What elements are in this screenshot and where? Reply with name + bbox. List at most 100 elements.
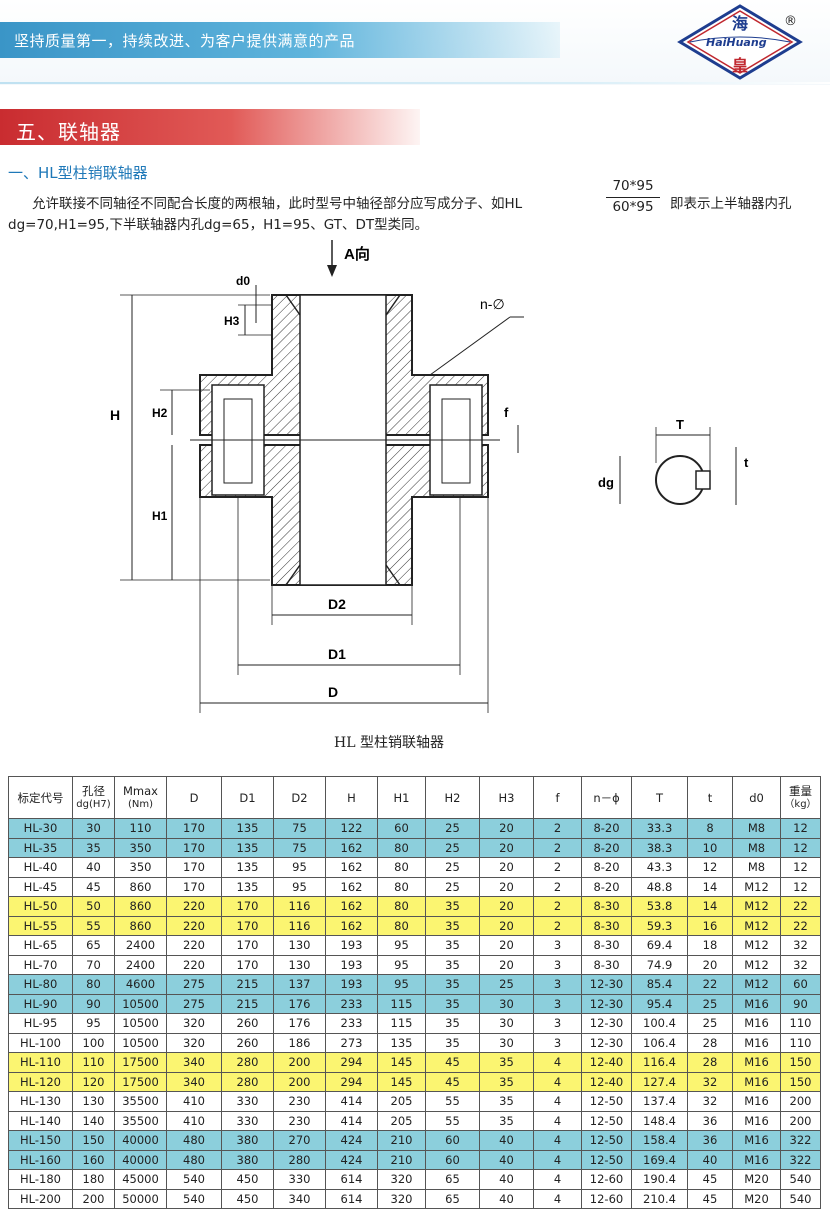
table-cell: 170 <box>166 818 222 839</box>
table-cell: 95 <box>273 857 326 878</box>
table-cell: 59.3 <box>631 915 688 936</box>
table-cell: HL-130 <box>8 1091 73 1112</box>
table-cell: 30 <box>479 1032 534 1053</box>
table-cell: 80 <box>377 876 426 897</box>
table-cell: 3 <box>533 974 582 995</box>
table-cell: 45 <box>425 1052 480 1073</box>
table-cell: HL-65 <box>8 935 73 956</box>
table-cell: 330 <box>273 1169 326 1190</box>
table-cell: 35 <box>479 1071 534 1092</box>
table-cell: 25 <box>687 1013 733 1034</box>
column-header-label: f <box>555 790 560 805</box>
table-cell: 70 <box>72 954 115 975</box>
table-cell: 40 <box>479 1188 534 1209</box>
table-cell: 25 <box>687 993 733 1014</box>
fraction-bar <box>606 197 660 198</box>
table-cell: HL-95 <box>8 1013 73 1034</box>
label-f: f <box>504 405 509 420</box>
table-cell: 540 <box>166 1169 222 1190</box>
table-cell: 35 <box>479 1110 534 1131</box>
table-cell: 12 <box>687 857 733 878</box>
table-cell: 200 <box>780 1110 821 1131</box>
table-cell: M12 <box>732 974 781 995</box>
table-cell: 205 <box>377 1091 426 1112</box>
table-cell: 130 <box>273 935 326 956</box>
table-cell: 38.3 <box>631 837 688 858</box>
table-cell: HL-200 <box>8 1188 73 1209</box>
column-header: 重量（kg） <box>780 776 821 819</box>
table-cell: HL-35 <box>8 837 73 858</box>
table-cell: 36 <box>687 1130 733 1151</box>
table-cell: 90 <box>72 993 115 1014</box>
table-cell: 10500 <box>114 1013 167 1034</box>
table-cell: 480 <box>166 1149 222 1170</box>
table-cell: M16 <box>732 1149 781 1170</box>
table-cell: 25 <box>425 818 480 839</box>
table-cell: 12 <box>780 857 821 878</box>
table-cell: 233 <box>325 1013 378 1034</box>
table-cell: 12-40 <box>581 1071 632 1092</box>
table-cell: 380 <box>221 1130 274 1151</box>
table-cell: 12-50 <box>581 1149 632 1170</box>
logo-char-bottom: 皇 <box>732 56 749 75</box>
table-cell: 40 <box>687 1149 733 1170</box>
table-cell: 80 <box>377 857 426 878</box>
table-cell: 14 <box>687 896 733 917</box>
label-d: D <box>328 684 338 700</box>
column-header: d0 <box>732 776 781 819</box>
table-cell: M20 <box>732 1169 781 1190</box>
table-cell: 35 <box>425 1032 480 1053</box>
table-cell: 130 <box>273 954 326 975</box>
table-cell: 35 <box>479 1052 534 1073</box>
table-cell: 2 <box>533 818 582 839</box>
table-cell: 8-30 <box>581 915 632 936</box>
column-header: D1 <box>221 776 274 819</box>
table-cell: 294 <box>325 1052 378 1073</box>
table-cell: 35 <box>72 837 115 858</box>
table-cell: 60 <box>425 1130 480 1151</box>
table-cell: 33.3 <box>631 818 688 839</box>
label-h: H <box>110 407 120 423</box>
table-cell: 60 <box>377 818 426 839</box>
table-cell: 135 <box>221 857 274 878</box>
table-cell: 330 <box>221 1091 274 1112</box>
table-cell: 8-20 <box>581 818 632 839</box>
table-cell: 127.4 <box>631 1071 688 1092</box>
table-cell: 100.4 <box>631 1013 688 1034</box>
table-cell: 4 <box>533 1091 582 1112</box>
table-cell: 45 <box>425 1071 480 1092</box>
table-cell: 280 <box>221 1071 274 1092</box>
table-cell: HL-70 <box>8 954 73 975</box>
drawing-caption: HL 型柱销联轴器 <box>334 735 444 751</box>
column-header: n－ϕ <box>581 776 632 819</box>
table-cell: 35 <box>425 1013 480 1034</box>
table-cell: 95 <box>377 935 426 956</box>
table-cell: 16 <box>687 915 733 936</box>
table-cell: 95 <box>72 1013 115 1034</box>
table-cell: 65 <box>425 1169 480 1190</box>
table-cell: 193 <box>325 954 378 975</box>
table-cell: 12 <box>780 876 821 897</box>
column-header: T <box>631 776 688 819</box>
table-cell: 10500 <box>114 993 167 1014</box>
table-cell: 4 <box>533 1071 582 1092</box>
table-cell: 25 <box>425 876 480 897</box>
table-cell: M12 <box>732 954 781 975</box>
table-cell: 12-60 <box>581 1169 632 1190</box>
column-header: H1 <box>377 776 426 819</box>
table-cell: HL-45 <box>8 876 73 897</box>
logo-wordmark: HaiHuang <box>706 36 767 49</box>
table-cell: 162 <box>325 876 378 897</box>
table-cell: 186 <box>273 1032 326 1053</box>
table-cell: M12 <box>732 896 781 917</box>
table-cell: 220 <box>166 935 222 956</box>
shaft-fraction: 70*95 60*95 <box>606 178 660 217</box>
table-cell: 193 <box>325 974 378 995</box>
column-header: H <box>325 776 378 819</box>
table-cell: 95 <box>377 954 426 975</box>
